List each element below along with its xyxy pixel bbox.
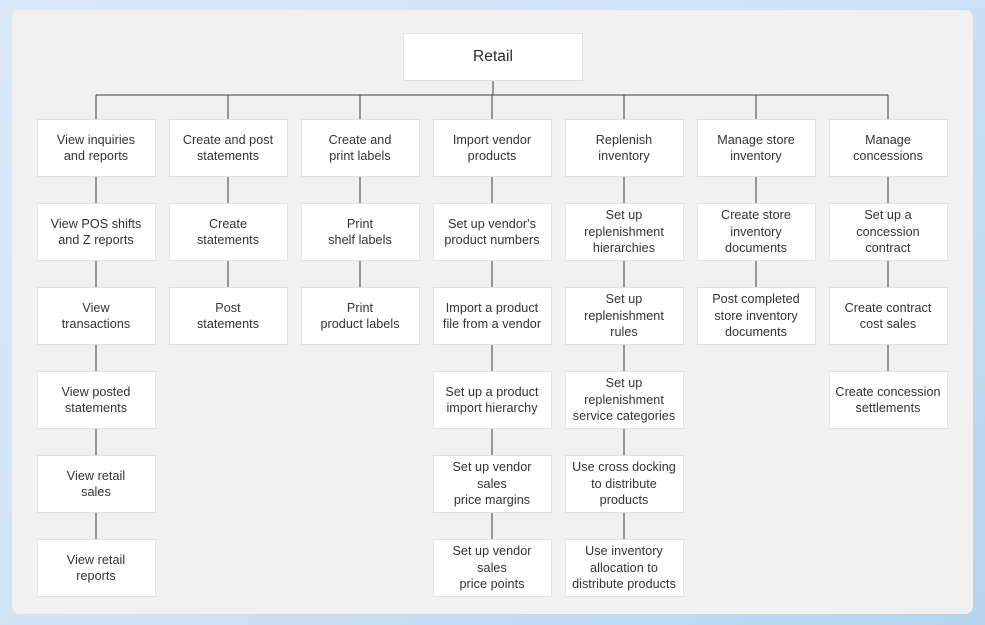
node-create-and-post-statements[interactable]: Create and post statements — [168, 119, 288, 177]
node-post-completed-store-inventory-documents[interactable]: Post completed store inventory documents — [696, 287, 816, 345]
node-retail[interactable]: Retail — [403, 33, 583, 81]
node-view-retail-reports[interactable]: View retail reports — [36, 539, 156, 597]
node-replenish-inventory[interactable]: Replenish inventory — [564, 119, 684, 177]
node-view-retail-sales[interactable]: View retail sales — [36, 455, 156, 513]
node-create-and-print-labels[interactable]: Create and print labels — [300, 119, 420, 177]
node-view-pos-shifts-and-z-reports[interactable]: View POS shifts and Z reports — [36, 203, 156, 261]
node-create-store-inventory-documents[interactable]: Create store inventory documents — [696, 203, 816, 261]
node-use-inventory-allocation-to-distribute-products[interactable]: Use inventory allocation to distribute p… — [564, 539, 684, 597]
node-view-posted-statements[interactable]: View posted statements — [36, 371, 156, 429]
node-set-up-vendor-s-product-numbers[interactable]: Set up vendor's product numbers — [432, 203, 552, 261]
node-view-transactions[interactable]: View transactions — [36, 287, 156, 345]
node-manage-store-inventory[interactable]: Manage store inventory — [696, 119, 816, 177]
node-set-up-replenishment-service-categories[interactable]: Set up replenishment service categories — [564, 371, 684, 429]
node-import-a-product-file-from-a-vendor[interactable]: Import a product file from a vendor — [432, 287, 552, 345]
node-print-product-labels[interactable]: Print product labels — [300, 287, 420, 345]
node-print-shelf-labels[interactable]: Print shelf labels — [300, 203, 420, 261]
node-set-up-a-product-import-hierarchy[interactable]: Set up a product import hierarchy — [432, 371, 552, 429]
node-set-up-replenishment-rules[interactable]: Set up replenishment rules — [564, 287, 684, 345]
node-view-inquiries-and-reports[interactable]: View inquiries and reports — [36, 119, 156, 177]
node-manage-concessions[interactable]: Manage concessions — [828, 119, 948, 177]
node-set-up-vendor-sales-price-margins[interactable]: Set up vendor sales price margins — [432, 455, 552, 513]
node-create-contract-cost-sales[interactable]: Create contract cost sales — [828, 287, 948, 345]
node-set-up-a-concession-contract[interactable]: Set up a concession contract — [828, 203, 948, 261]
node-import-vendor-products[interactable]: Import vendor products — [432, 119, 552, 177]
node-post-statements[interactable]: Post statements — [168, 287, 288, 345]
node-set-up-replenishment-hierarchies[interactable]: Set up replenishment hierarchies — [564, 203, 684, 261]
node-create-concession-settlements[interactable]: Create concession settlements — [828, 371, 948, 429]
node-use-cross-docking-to-distribute-products[interactable]: Use cross docking to distribute products — [564, 455, 684, 513]
node-create-statements[interactable]: Create statements — [168, 203, 288, 261]
node-set-up-vendor-sales-price-points[interactable]: Set up vendor sales price points — [432, 539, 552, 597]
